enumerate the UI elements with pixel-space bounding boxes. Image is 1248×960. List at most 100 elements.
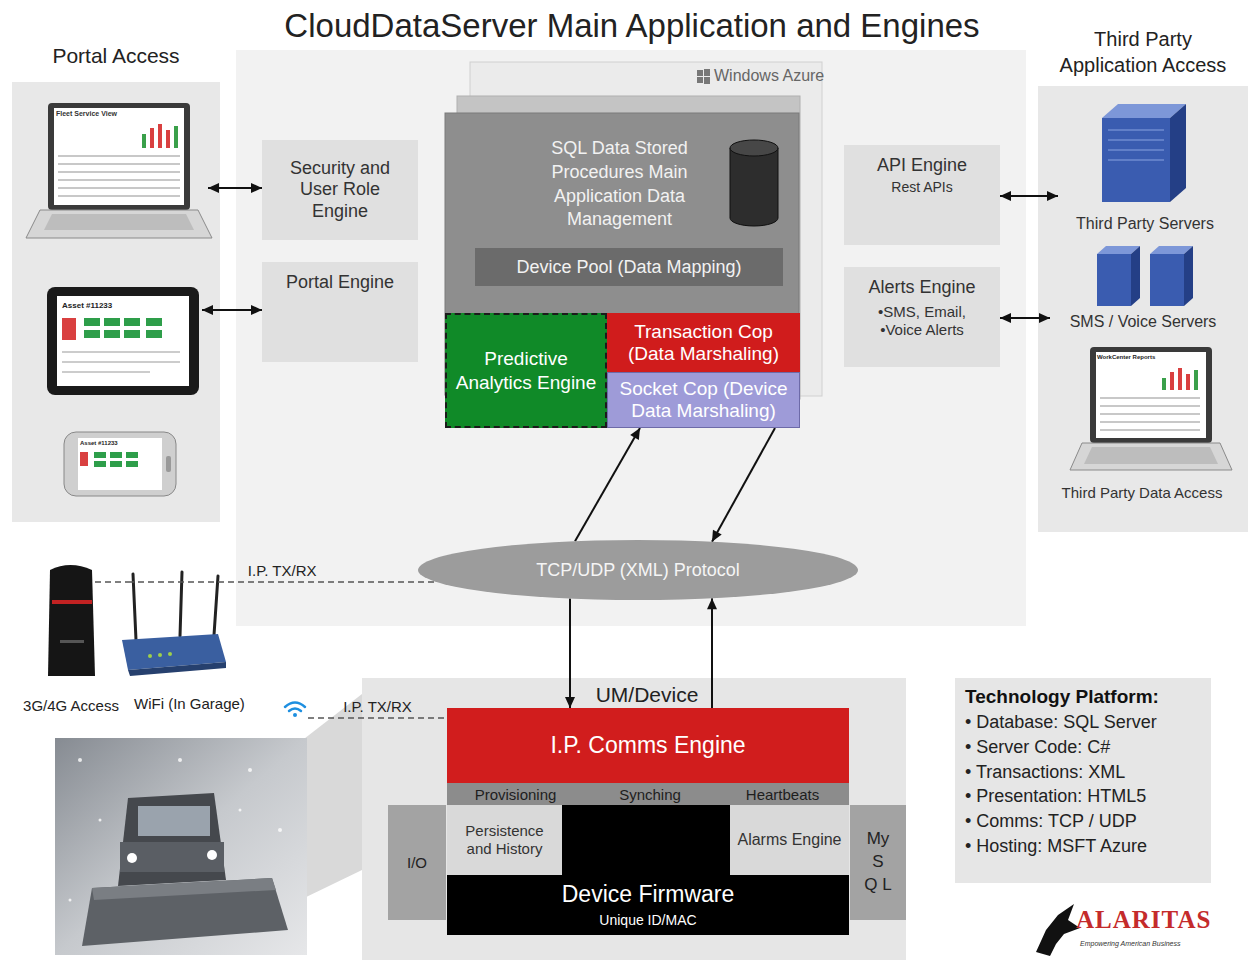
third-party-laptop-icon (1070, 347, 1232, 470)
node-label: Alarms Engine (737, 830, 841, 849)
node-label: Socket Cop (Device Data Marshaling) (612, 378, 795, 422)
node-label: TCP/UDP (XML) Protocol (536, 560, 740, 581)
arrow-head (208, 183, 219, 193)
arrow-head (630, 428, 640, 440)
node-label: API Engine (877, 155, 967, 177)
callout-wedge (300, 694, 362, 900)
node-label: Unique ID/MAC (447, 912, 849, 928)
engine-box: API EngineRest APIs (844, 145, 1000, 245)
node-label: Alerts Engine (868, 277, 975, 299)
node-label: Rest APIs (891, 179, 952, 195)
panel-heading: Portal Access (12, 44, 220, 68)
connector-line (711, 598, 713, 708)
tablet-device: Asset #11233 (45, 285, 202, 395)
wifi-node: WiFi (In Garage) (132, 560, 308, 720)
connector-line (308, 717, 447, 719)
router-icon (122, 572, 226, 676)
node-label: My S Q L (864, 828, 892, 897)
arrow-head (202, 305, 213, 315)
node-label: Technology Platform: (965, 686, 1201, 708)
arrow-head (251, 305, 262, 315)
arrow-connector (208, 183, 262, 193)
data-access-node: WorkCenter ReportsThird Party Data Acces… (1042, 340, 1242, 505)
platform-logo-text: Windows Azure (714, 67, 824, 85)
arrow-connector (1000, 191, 1058, 201)
io-box: I/O (388, 805, 446, 920)
node-label: Heartbeats (746, 786, 819, 803)
node-label: • Database: SQL Server (965, 710, 1201, 735)
arrow-connector (575, 428, 640, 541)
arrow-head (1039, 313, 1050, 323)
node-label: • Comms: TCP / UDP (965, 809, 1201, 834)
node-label: • Hosting: MSFT Azure (965, 834, 1201, 859)
technology-panel: Technology Platform:• Database: SQL Serv… (955, 678, 1211, 883)
node-label: SQL Data Stored Procedures Main Applicat… (537, 137, 702, 232)
engine-box: Alerts Engine •SMS, Email, •Voice Alerts (844, 267, 1000, 367)
engine-box: Security and User Role Engine (262, 140, 418, 240)
firmware-box: Device FirmwareUnique ID/MAC Persistence … (447, 805, 849, 935)
node-label: WorkCenter Reports (1097, 354, 1155, 360)
analytics-engine-box: Predictive Analytics Engine (445, 313, 607, 428)
comms-engine-box: I.P. Comms Engine (447, 708, 849, 783)
wifi-symbol (285, 703, 305, 712)
arrow-connector (565, 599, 575, 708)
company-tagline: Empowering American Business (1080, 940, 1181, 947)
connector-line (575, 428, 640, 541)
node-label: Portal Engine (286, 272, 394, 294)
protocol-cloud: TCP/UDP (XML) Protocol (418, 540, 858, 600)
node-label: Security and User Role Engine (270, 158, 410, 223)
arrow-connector (712, 428, 775, 542)
arrow-head (565, 697, 575, 708)
node-label: Provisioning (475, 786, 557, 803)
arrow-connector (202, 305, 262, 315)
module-box: Alarms Engine (730, 805, 849, 875)
marshaling-box: Socket Cop (Device Data Marshaling) (607, 372, 800, 428)
portal-panel: Portal AccessFleet Service ViewAsset #11… (12, 82, 220, 522)
sms-server-icons (1097, 246, 1193, 306)
edge-label: I.P. TX/RX (248, 562, 317, 579)
cellular-node: 3G/4G Access (14, 560, 128, 718)
node-label: 3G/4G Access (14, 697, 128, 714)
edge-label: I.P. TX/RX (343, 698, 412, 715)
arrow-connector (707, 598, 717, 708)
wifi-dot (293, 713, 297, 717)
dashed-wire (95, 581, 128, 583)
arrow-head (251, 183, 262, 193)
node-label: Transaction Cop (Data Marshaling) (611, 321, 796, 365)
arrow-connector (1000, 313, 1050, 323)
dashed-link (308, 718, 447, 719)
node-label: Persistence and History (451, 822, 558, 858)
device-panel: UM/DeviceI.P. Comms EngineProvisioningSy… (362, 678, 906, 960)
connector-line (128, 581, 436, 583)
node-label: Predictive Analytics Engine (453, 347, 599, 395)
node-label: I.P. Comms Engine (550, 732, 745, 759)
connector-line (569, 599, 571, 708)
tech-panel (955, 678, 1211, 883)
node-label: • Server Code: C# (965, 735, 1201, 760)
node-label: Synching (619, 786, 681, 803)
main-panel (236, 50, 1026, 626)
azure-sheet-front (445, 113, 799, 395)
function-band: Heartbeats (716, 783, 849, 805)
arrow-head (712, 530, 722, 542)
arrow-head (1000, 191, 1011, 201)
snow-plow-photo (55, 738, 307, 955)
screen-text: Asset #11233 (62, 301, 112, 310)
server-tower-icon (1102, 104, 1186, 202)
node-label: Third Party Data Access (1042, 484, 1242, 501)
phone-device: Asset #11233 (62, 430, 178, 498)
node-label: • Presentation: HTML5 (965, 784, 1201, 809)
database-cylinder (730, 140, 778, 226)
company-logo: ALARITAS (1076, 906, 1211, 934)
screen-text: Fleet Service View (56, 110, 117, 117)
server-node: Third Party Servers (1058, 100, 1232, 235)
connector-line (712, 428, 775, 542)
node-label: • Transactions: XML (965, 760, 1201, 785)
phone-icon (64, 432, 176, 496)
data-mapping-bar: Device Pool (Data Mapping) (475, 248, 783, 286)
third-party-panel (1038, 86, 1248, 532)
device-panel (362, 678, 906, 960)
node-label: •SMS, Email, •Voice Alerts (866, 303, 978, 339)
node-label: Device Firmware (447, 881, 849, 908)
